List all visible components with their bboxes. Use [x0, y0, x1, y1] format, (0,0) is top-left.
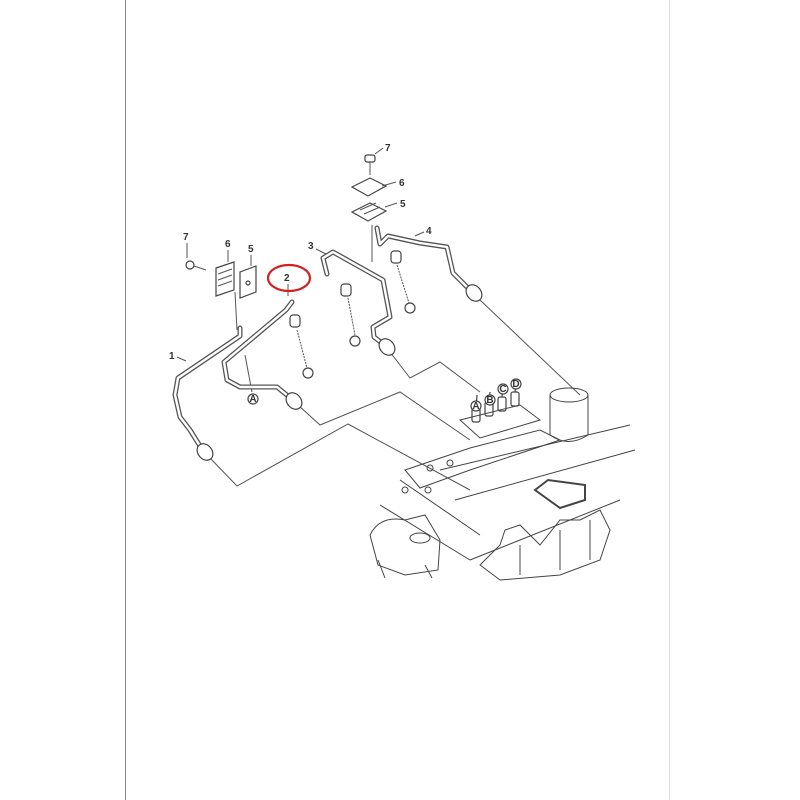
mark-b: B [486, 395, 493, 406]
bolt-7-left-icon [185, 260, 207, 271]
callout-4: 4 [426, 226, 432, 237]
callout-5-right: 5 [400, 199, 406, 210]
mark-c: C [499, 384, 506, 395]
clamp-6-right-icon [350, 177, 388, 197]
injection-pipe-2 [221, 299, 303, 410]
callout-7-right: 7 [385, 143, 391, 154]
injection-pipe-1 [172, 325, 243, 461]
injection-pipe-4 [374, 225, 483, 302]
drawing-sheet [125, 0, 670, 800]
clamp-5-left-icon [239, 265, 257, 299]
clamp-5-right-icon [350, 202, 388, 222]
sleeve-nuts [289, 250, 416, 379]
highlight-ring [266, 263, 312, 293]
callout-labels: 1 2 3 4 5 6 7 5 6 7 [169, 143, 432, 362]
clamp-6-left-icon [215, 261, 235, 297]
callout-6-left: 6 [225, 239, 231, 250]
callout-7-left: 7 [183, 232, 189, 243]
engine-block [369, 381, 636, 581]
callout-1: 1 [169, 351, 175, 362]
callout-3: 3 [308, 241, 314, 252]
injection-pipe-3 [320, 249, 396, 356]
bolt-7-right-icon [364, 154, 376, 175]
mark-a: A [472, 401, 479, 412]
callout-6-right: 6 [399, 178, 405, 189]
callout-2: 2 [284, 273, 290, 284]
connection-mark-a-pipe: A [247, 393, 259, 405]
mark-d: D [512, 379, 519, 390]
connection-marks-engine: A B C D [470, 378, 522, 412]
callout-5-left: 5 [248, 244, 254, 255]
svg-text:A: A [249, 394, 256, 405]
